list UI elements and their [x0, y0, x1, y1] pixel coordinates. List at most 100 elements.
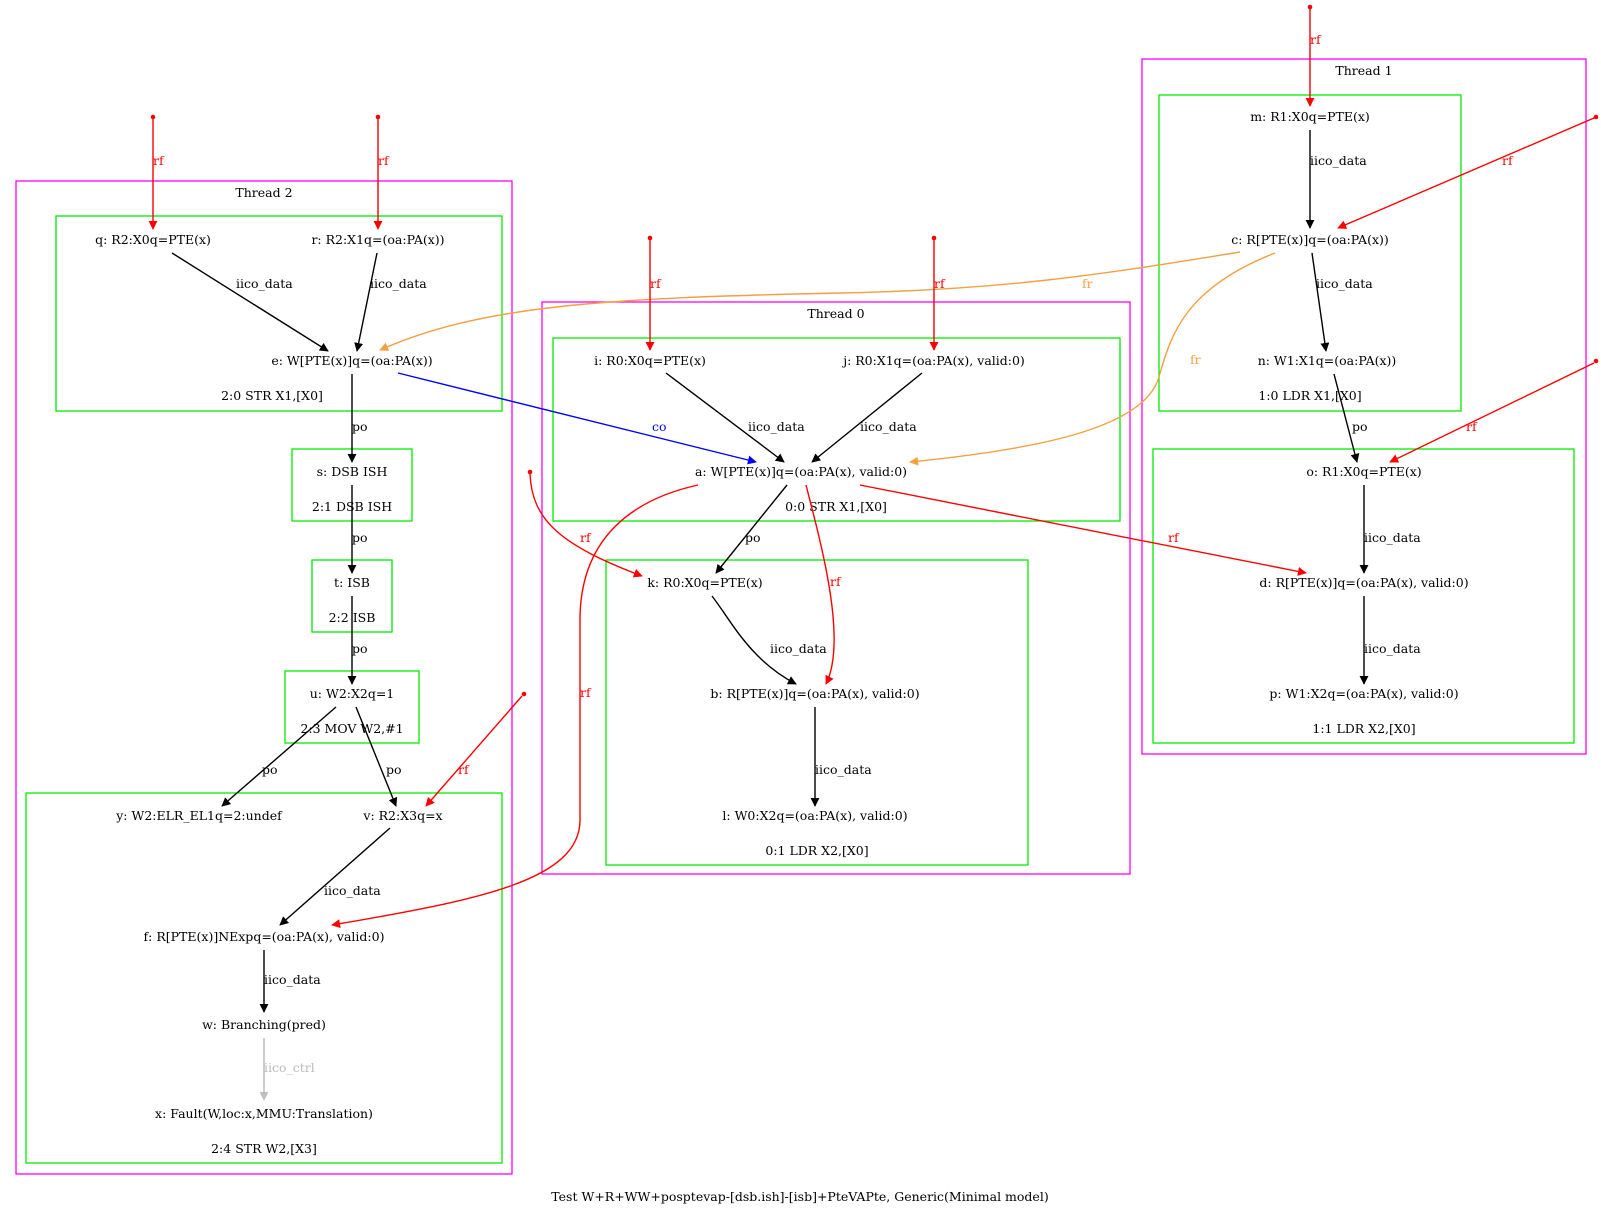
edge-label-d-p: iico_data	[1364, 641, 1421, 656]
edge-label-f-w: iico_data	[264, 972, 321, 987]
edge-a-f-rf	[331, 484, 699, 929]
event-p: p: W1:X2q=(oa:PA(x), valid:0)	[1269, 686, 1458, 701]
event-d: d: R[PTE(x)]q=(oa:PA(x), valid:0)	[1259, 575, 1468, 590]
edge-init-c	[1337, 117, 1595, 229]
event-s: s: DSB ISH	[317, 464, 388, 479]
instr-box-2-4	[25, 792, 503, 1164]
init-dot-m	[1307, 4, 1313, 10]
edge-label-m-c: iico_data	[1310, 153, 1367, 168]
edge-label-init-m: rf	[1310, 32, 1322, 47]
edge-label-i-a: iico_data	[748, 419, 805, 434]
instr-label-1-0: 1:0 LDR X1,[X0]	[1258, 388, 1361, 403]
edge-label-b-l: iico_data	[815, 762, 872, 777]
instr-box-1-1	[1152, 448, 1575, 744]
init-dot-o	[1593, 358, 1599, 364]
event-w: w: Branching(pred)	[202, 1017, 326, 1032]
edge-label-e-s: po	[352, 419, 368, 434]
init-dot-i	[647, 235, 653, 241]
event-c: c: R[PTE(x)]q=(oa:PA(x))	[1231, 232, 1389, 247]
instr-label-1-1: 1:1 LDR X2,[X0]	[1312, 721, 1415, 736]
edge-label-s-t: po	[352, 530, 368, 545]
graph-caption: Test W+R+WW+posptevap-[dsb.ish]-[isb]+Pt…	[551, 1189, 1048, 1204]
event-k: k: R0:X0q=PTE(x)	[647, 575, 762, 590]
edge-label-j-a: iico_data	[860, 419, 917, 434]
edge-label-c-e-fr: fr	[1082, 276, 1093, 291]
edge-i-a	[665, 372, 785, 463]
event-b: b: R[PTE(x)]q=(oa:PA(x), valid:0)	[710, 686, 919, 701]
event-e: e: W[PTE(x)]q=(oa:PA(x))	[271, 353, 432, 368]
edge-label-init-k: rf	[580, 530, 592, 545]
edge-label-u-y: po	[262, 762, 278, 777]
instr-label-0-0: 0:0 STR X1,[X0]	[785, 499, 887, 514]
edge-label-u-v: po	[386, 762, 402, 777]
event-t: t: ISB	[334, 575, 370, 590]
event-v: v: R2:X3q=x	[362, 808, 442, 823]
edge-init-v	[425, 695, 523, 807]
edge-label-c-n: iico_data	[1316, 276, 1373, 291]
edge-label-a-d-rf: rf	[1168, 530, 1180, 545]
edge-q-e	[171, 252, 329, 352]
edge-label-q-e: iico_data	[236, 276, 293, 291]
thread-1-box	[1141, 58, 1587, 755]
edge-label-t-u: po	[352, 641, 368, 656]
instr-box-0-1	[605, 559, 1029, 866]
thread-2-cluster: Thread 2	[15, 180, 513, 1175]
event-i: i: R0:X0q=PTE(x)	[594, 353, 706, 368]
thread-0-cluster: Thread 0	[541, 301, 1131, 875]
edge-label-e-a-co: co	[652, 419, 667, 434]
edge-label-c-a-fr: fr	[1190, 352, 1201, 367]
edge-u-y	[221, 706, 337, 807]
event-n: n: W1:X1q=(oa:PA(x))	[1258, 353, 1397, 368]
edges-red: rf rf rf rf rf rf rf rf rf rf	[148, 4, 1599, 929]
edge-init-k	[529, 473, 643, 578]
edge-label-init-r: rf	[378, 153, 390, 168]
instr-label-2-3: 2:3 MOV W2,#1	[300, 721, 403, 736]
edge-init-o	[1389, 362, 1595, 463]
event-y: y: W2:ELR_EL1q=2:undef	[115, 808, 283, 823]
thread-1-cluster: Thread 1	[1141, 58, 1587, 755]
event-l: l: W0:X2q=(oa:PA(x), valid:0)	[722, 808, 907, 823]
edge-label-a-b-rf: rf	[830, 574, 842, 589]
event-o: o: R1:X0q=PTE(x)	[1306, 464, 1421, 479]
instr-box-2-0	[55, 215, 503, 412]
edge-label-a-f-rf: rf	[580, 685, 592, 700]
thread-0-title: Thread 0	[807, 306, 864, 321]
init-dot-j	[931, 235, 937, 241]
edge-label-init-o: rf	[1466, 419, 1478, 434]
edge-u-v	[355, 706, 398, 807]
instr-label-0-1: 0:1 LDR X2,[X0]	[765, 843, 868, 858]
instr-label-2-0: 2:0 STR X1,[X0]	[221, 388, 323, 403]
edge-a-k	[715, 484, 788, 574]
thread-0-box	[541, 301, 1131, 875]
event-r: r: R2:X1q=(oa:PA(x))	[311, 232, 444, 247]
event-f: f: R[PTE(x)]NExpq=(oa:PA(x), valid:0)	[144, 929, 385, 944]
thread-1-title: Thread 1	[1335, 63, 1392, 78]
event-a: a: W[PTE(x)]q=(oa:PA(x), valid:0)	[695, 464, 907, 479]
init-dot-k	[527, 469, 533, 475]
edge-label-k-b: iico_data	[770, 641, 827, 656]
edge-e-a-co	[397, 372, 757, 465]
init-dot-r	[375, 114, 381, 120]
init-dot-v	[521, 691, 527, 697]
event-x: x: Fault(W,loc:x,MMU:Translation)	[155, 1106, 373, 1121]
edge-v-f	[279, 827, 391, 926]
edge-a-d-rf	[859, 484, 1307, 576]
edges-black: iico_data iico_data po po po po po iico_…	[171, 130, 1421, 1013]
init-dot-q	[150, 114, 156, 120]
edge-label-o-d: iico_data	[1364, 530, 1421, 545]
edge-a-b-rf	[805, 484, 835, 685]
event-u: u: W2:X2q=1	[310, 686, 395, 701]
edge-label-init-v: rf	[458, 762, 470, 777]
edge-label-init-c: rf	[1502, 153, 1514, 168]
edge-label-a-k: po	[745, 530, 761, 545]
event-j: j: R0:X1q=(oa:PA(x), valid:0)	[841, 353, 1025, 368]
events: q: R2:X0q=PTE(x) r: R2:X1q=(oa:PA(x)) e:…	[95, 109, 1468, 1121]
edge-label-w-x: iico_ctrl	[264, 1060, 315, 1075]
edge-c-n	[1311, 252, 1330, 352]
edge-label-init-q: rf	[153, 153, 165, 168]
edge-label-init-i: rf	[650, 276, 662, 291]
edge-c-a-fr	[909, 252, 1276, 466]
event-m: m: R1:X0q=PTE(x)	[1250, 109, 1370, 124]
instr-box-0-0	[552, 337, 1121, 522]
